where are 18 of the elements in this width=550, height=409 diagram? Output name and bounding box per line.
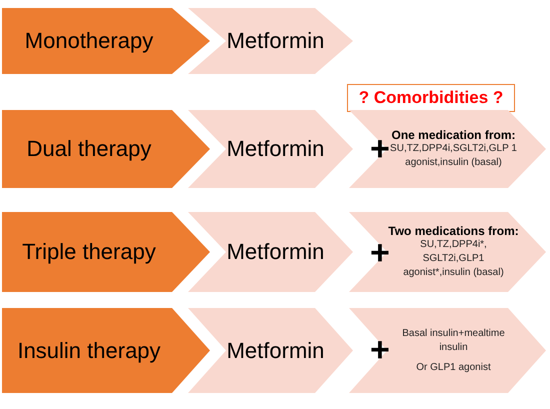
therapy-label: Monotherapy [24,28,154,54]
drug-label: Metformin [226,239,324,265]
plus-sign: + [370,333,390,367]
option-heading: One medication from: [391,128,516,142]
option-text: Basal insulin+mealtime insulin [401,326,506,354]
therapy-label: Triple therapy [22,239,156,265]
option-heading: Two medications from: [388,224,519,238]
option-text: Or GLP1 agonist [416,360,491,374]
drug-label: Metformin [226,338,324,364]
plus-sign: + [370,236,390,270]
note-text: ? Comorbidities ? [358,88,504,108]
option-text: SU,TZ,DPP4i*, SGLT2i,GLP1 agonist*,insulin (basal) [402,238,505,280]
therapy-label: Insulin therapy [17,338,161,364]
plus-sign: + [370,132,390,166]
drug-label: Metformin [226,136,324,162]
drug-label: Metformin [226,28,324,54]
option-text: SU,TZ,DPP4i,SGLT2i,GLP 1 agonist,insulin (basal) [389,142,518,170]
therapy-label: Dual therapy [26,136,152,162]
